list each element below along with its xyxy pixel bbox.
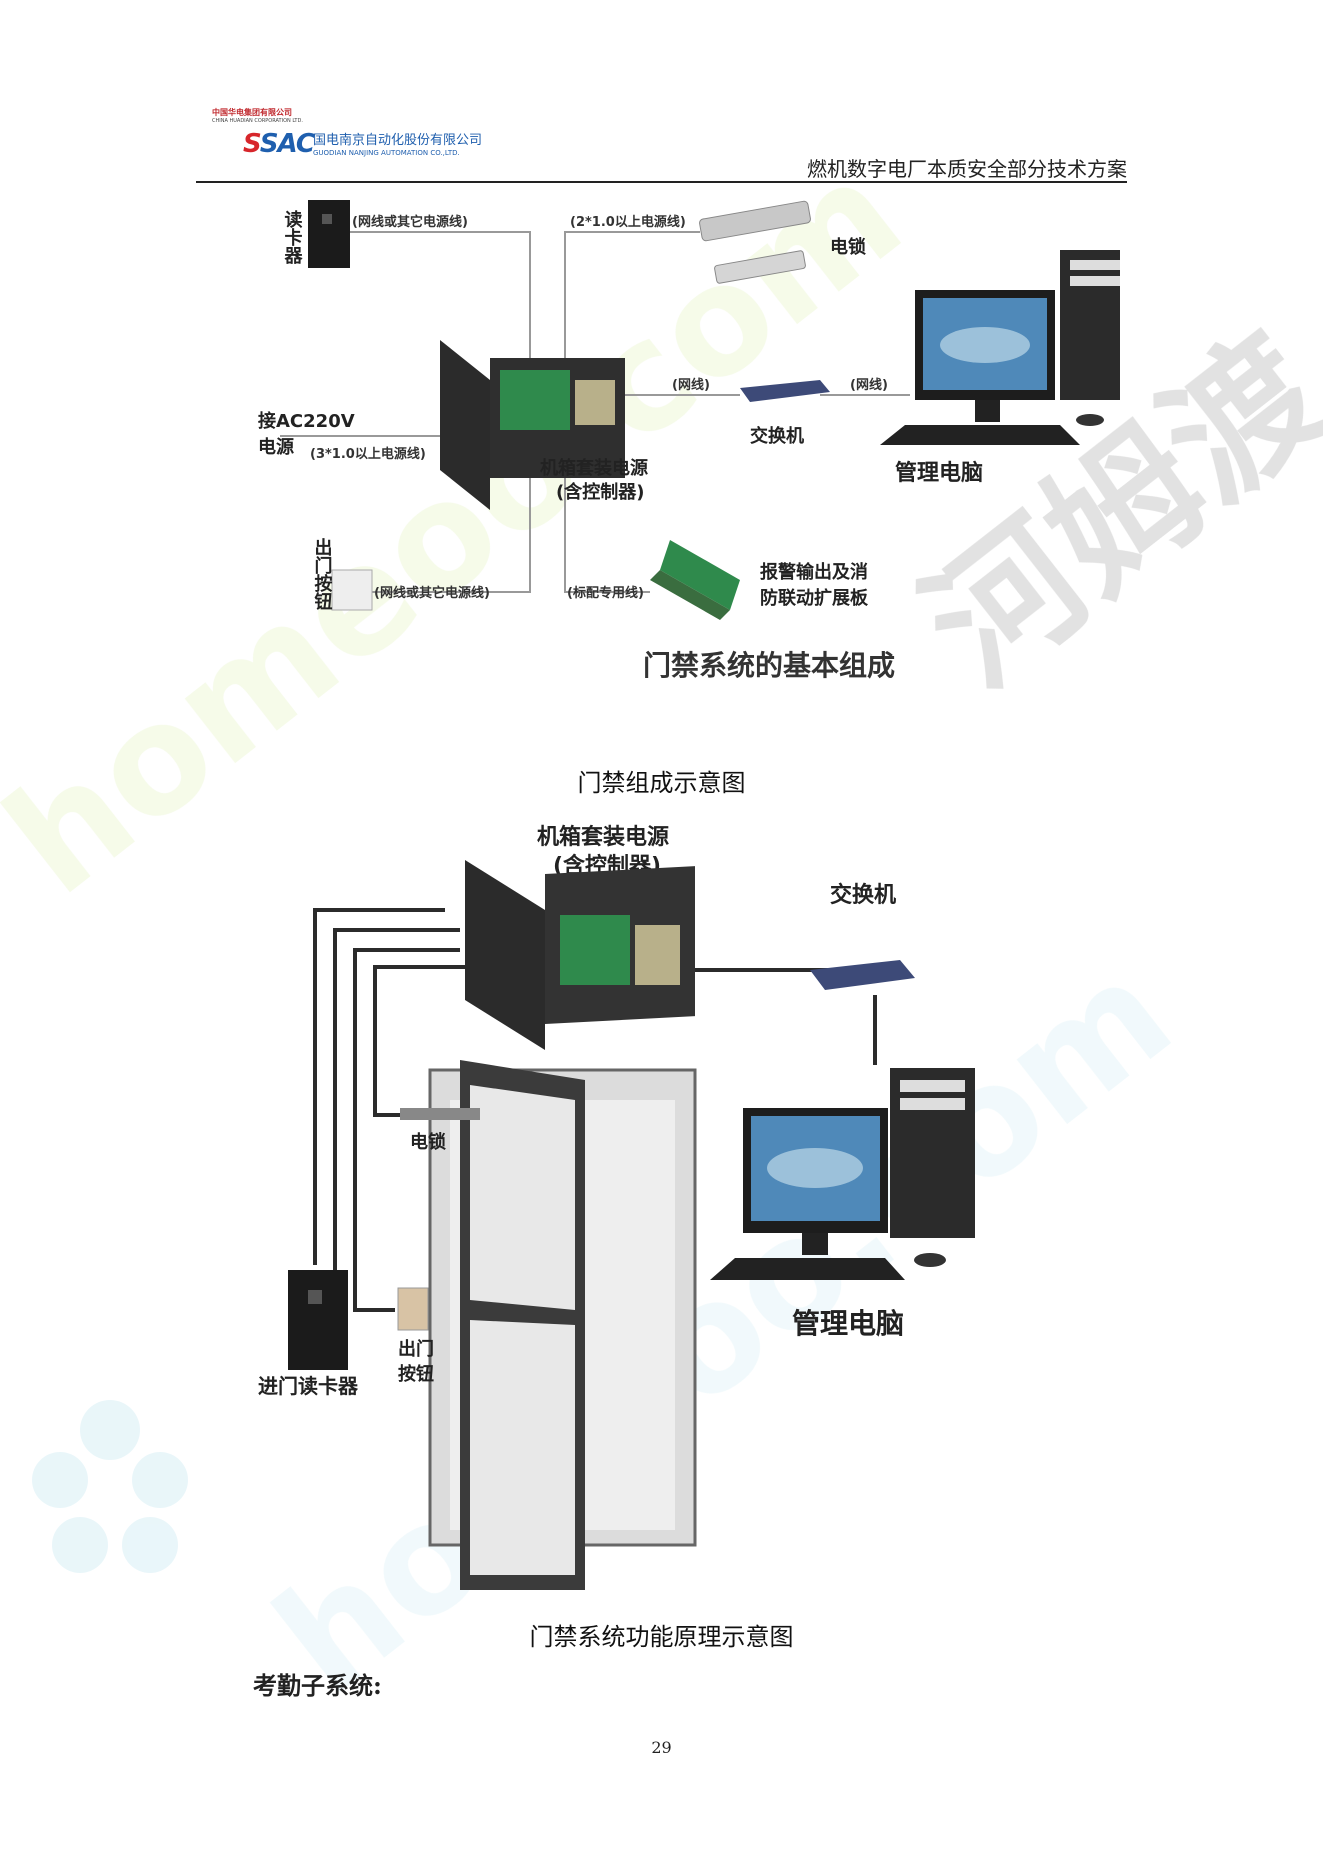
company-name-en: GUODIAN NANJING AUTOMATION CO.,LTD. bbox=[313, 149, 460, 157]
line-power-2x: (2*1.0以上电源线) bbox=[570, 214, 686, 230]
cabinet-label-1: 机箱套装电源 bbox=[537, 824, 669, 850]
management-pc bbox=[880, 250, 1120, 445]
exit-button-label: 出门按钮 bbox=[312, 537, 334, 611]
caption-1: 门禁组成示意图 bbox=[577, 769, 746, 797]
pc-label: 管理电脑 bbox=[895, 460, 983, 486]
switch-label: 交换机 bbox=[750, 425, 804, 447]
exit-button-device bbox=[397, 1287, 429, 1331]
cabinet-label-1: 机箱套装电源 bbox=[540, 457, 648, 479]
network-switch-device bbox=[740, 380, 830, 402]
controller-cabinet bbox=[465, 860, 695, 1050]
alarm-label-1: 报警输出及消 bbox=[760, 561, 868, 583]
group-name-en: CHINA HUADIAN CORPORATION LTD. bbox=[212, 118, 303, 124]
management-pc bbox=[710, 1068, 975, 1280]
exit-button-label-1: 出门 bbox=[398, 1338, 434, 1360]
network-switch-device bbox=[810, 960, 915, 990]
group-logo-text: 中国华电集团有限公司 CHINA HUADIAN CORPORATION LTD… bbox=[212, 108, 303, 126]
section-heading: 考勤子系统: bbox=[253, 1671, 382, 1700]
alarm-label-2: 防联动扩展板 bbox=[760, 587, 869, 609]
flower-watermark-icon bbox=[32, 1400, 188, 1573]
company-name-cn: 国电南京自动化股份有限公司 bbox=[313, 133, 483, 148]
ac-power-label-1: 接AC220V bbox=[258, 410, 355, 432]
header-divider bbox=[196, 181, 1127, 183]
card-reader-device bbox=[308, 200, 350, 268]
switch-label: 交换机 bbox=[830, 882, 896, 908]
group-name-cn: 中国华电集团有限公司 bbox=[212, 108, 292, 117]
line-net-1: (网线) bbox=[672, 377, 710, 393]
elock-label: 电锁 bbox=[410, 1131, 446, 1153]
line-standard: (标配专用线) bbox=[567, 585, 644, 601]
card-reader-label: 读卡器 bbox=[282, 209, 304, 265]
door-frame bbox=[428, 1060, 697, 1590]
elock-label: 电锁 bbox=[830, 236, 866, 258]
diagram-access-principle: 机箱套装电源 (含控制器) 交换机 电锁 出门 按钮 进门读卡器 管理电脑 bbox=[258, 824, 975, 1590]
diagram-title: 门禁系统的基本组成 bbox=[643, 649, 895, 682]
company-name: 国电南京自动化股份有限公司 GUODIAN NANJING AUTOMATION… bbox=[313, 134, 482, 160]
line-net-2: (网线) bbox=[850, 377, 888, 393]
sac-logo: SSAC bbox=[243, 129, 315, 159]
line-net-other-1: (网线或其它电源线) bbox=[352, 214, 468, 230]
pc-label: 管理电脑 bbox=[792, 1307, 904, 1340]
exit-button-device bbox=[331, 569, 373, 611]
cabinet-label-2: (含控制器) bbox=[556, 481, 644, 503]
electric-lock-device bbox=[699, 200, 811, 284]
line-net-other-2: (网线或其它电源线) bbox=[374, 585, 490, 601]
reader-label: 进门读卡器 bbox=[258, 1374, 359, 1398]
ac-power-label-2: 电源 bbox=[258, 436, 294, 458]
line-power-3x: (3*1.0以上电源线) bbox=[310, 446, 426, 462]
logo-text: SAC bbox=[259, 129, 315, 159]
exit-button-label-2: 按钮 bbox=[398, 1363, 434, 1385]
diagram-access-basic: 读卡器 (网线或其它电源线) (2*1.0以上电源线) 电锁 (网线) 交换机 … bbox=[258, 200, 1120, 682]
controller-cabinet bbox=[440, 340, 625, 510]
page-number: 29 bbox=[651, 1738, 672, 1757]
card-reader-device bbox=[288, 1270, 348, 1370]
caption-2: 门禁系统功能原理示意图 bbox=[529, 1623, 794, 1651]
document-title: 燃机数字电厂本质安全部分技术方案 bbox=[807, 157, 1127, 181]
alarm-expansion-board bbox=[650, 540, 740, 620]
